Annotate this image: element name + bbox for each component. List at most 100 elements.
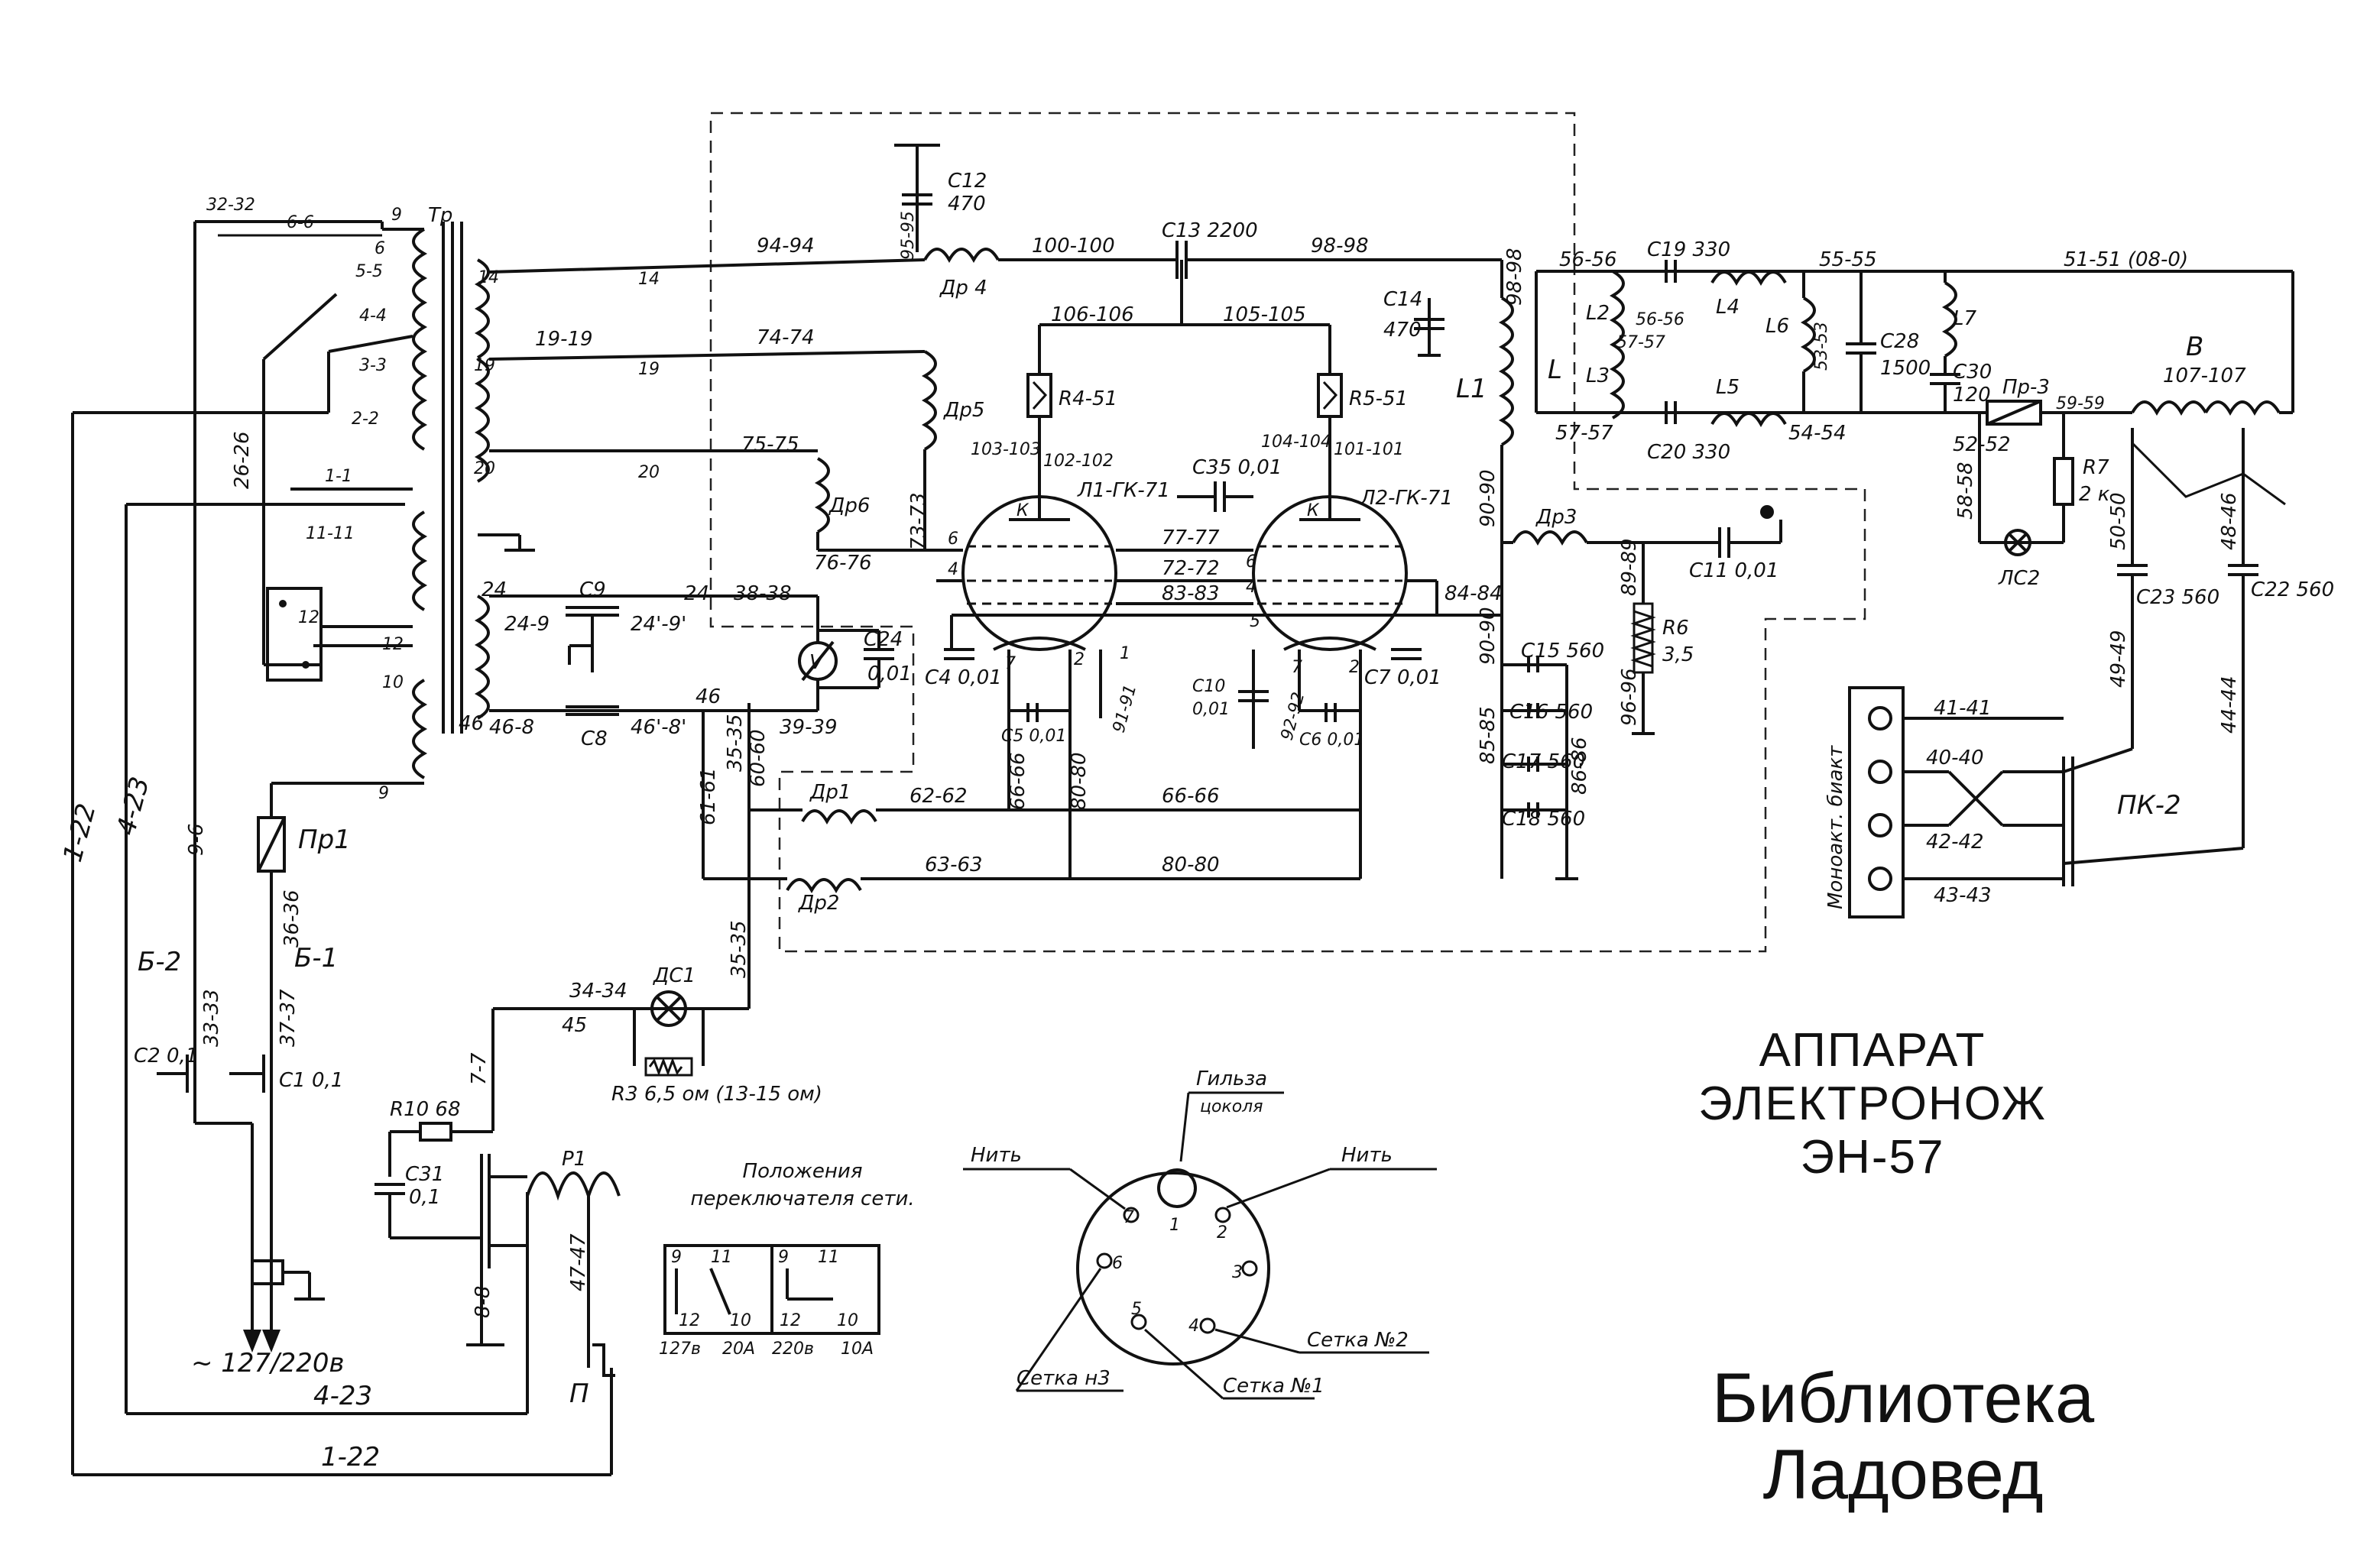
label-l3: L3 bbox=[1586, 364, 1610, 387]
label-l4: L4 bbox=[1716, 296, 1740, 319]
label-94-94: 94-94 bbox=[757, 235, 815, 258]
label-switch-127v: 127в bbox=[659, 1340, 701, 1359]
label-24: 24 bbox=[481, 578, 507, 601]
label-46p-8p: 46'-8' bbox=[631, 716, 686, 739]
label-98-98-vertical: 98-98 bbox=[1503, 248, 1526, 306]
label-47-47: 47-47 bbox=[567, 1233, 590, 1291]
label-38-38: 38-38 bbox=[734, 582, 792, 605]
label-46b: 46 bbox=[696, 685, 721, 708]
label-dr2: Др2 bbox=[798, 892, 839, 915]
tube-socket bbox=[963, 1091, 1437, 1400]
label-26-26: 26-26 bbox=[231, 431, 254, 489]
label-c28-value: 1500 bbox=[1880, 357, 1931, 380]
tap-switch-contact bbox=[302, 661, 310, 669]
label-c4: С4 0,01 bbox=[925, 666, 1002, 689]
capacitor-c1 bbox=[229, 1055, 273, 1093]
label-socket-pin-1: 1 bbox=[1169, 1216, 1180, 1235]
label-c9: С9 bbox=[579, 578, 606, 601]
label-c14: С14 bbox=[1383, 288, 1422, 311]
mains-plug bbox=[251, 1259, 284, 1285]
label-c5: С5 0,01 bbox=[1001, 727, 1066, 746]
terminal-dot bbox=[1760, 505, 1774, 519]
label-pin-7a: 7 bbox=[1005, 654, 1016, 673]
label-c7: С7 0,01 bbox=[1364, 666, 1441, 689]
choke-dr3 bbox=[1512, 530, 1588, 546]
label-107-107: 107-107 bbox=[2163, 364, 2246, 387]
apparatus-title: АППАРАТ ЭЛЕКТРОНОЖ ЭН-57 bbox=[1590, 1024, 2155, 1184]
label-c31-value: 0,1 bbox=[409, 1186, 440, 1209]
label-tap-12b: 12 bbox=[382, 635, 404, 654]
label-103-103: 103-103 bbox=[971, 440, 1041, 459]
label-switch-20a: 20А bbox=[722, 1340, 755, 1359]
label-r7: R7 bbox=[2083, 456, 2109, 479]
label-r5: R5-51 bbox=[1349, 387, 1408, 410]
switch-caption-line2: переключателя сети. bbox=[690, 1187, 915, 1210]
label-c22: С22 560 bbox=[2251, 578, 2334, 601]
label-54-54: 54-54 bbox=[1788, 422, 1847, 445]
choke-dr2 bbox=[786, 878, 862, 894]
label-switch-12b: 12 bbox=[780, 1311, 801, 1330]
coil-l5 bbox=[1710, 412, 1787, 428]
label-91-91: 91-91 bbox=[1110, 682, 1141, 734]
label-c18: С18 560 bbox=[1502, 808, 1585, 831]
label-socket-heater-left: Нить bbox=[971, 1144, 1022, 1167]
label-l5: L5 bbox=[1716, 376, 1740, 399]
label-coil-l1: L1 bbox=[1456, 374, 1487, 404]
label-c16: С16 560 bbox=[1509, 701, 1593, 724]
pedal-switch-p[interactable] bbox=[592, 1343, 615, 1377]
label-95-95: 95-95 bbox=[899, 211, 918, 260]
label-c12-value: 470 bbox=[948, 193, 986, 215]
label-socket-pin-4: 4 bbox=[1188, 1317, 1199, 1336]
label-90-90: 90-90 bbox=[1477, 469, 1500, 527]
label-104-104: 104-104 bbox=[1261, 432, 1331, 452]
label-101-101: 101-101 bbox=[1334, 440, 1404, 459]
label-c30: С30 bbox=[1953, 361, 1992, 384]
label-pr1: Пр1 bbox=[298, 824, 351, 855]
label-c20: С20 330 bbox=[1647, 441, 1730, 464]
label-c28: С28 bbox=[1880, 330, 1919, 353]
label-c1: С1 0,1 bbox=[279, 1069, 343, 1092]
label-socket-pin-5: 5 bbox=[1131, 1300, 1142, 1319]
label-24p-9p: 24'-9' bbox=[631, 613, 686, 636]
label-77-77: 77-77 bbox=[1162, 526, 1220, 549]
label-c14-value: 470 bbox=[1383, 319, 1422, 342]
label-32-32: 32-32 bbox=[206, 196, 255, 215]
label-89-89: 89-89 bbox=[1618, 538, 1641, 596]
label-b1: Б-1 bbox=[294, 943, 338, 974]
label-dr1: Др1 bbox=[809, 781, 851, 804]
capacitor-c9 bbox=[566, 606, 619, 672]
label-cathode-1: К bbox=[1016, 501, 1029, 520]
label-c2: С2 0,1 bbox=[134, 1045, 198, 1067]
choke-dr4 bbox=[923, 248, 1000, 264]
label-84-84: 84-84 bbox=[1444, 582, 1503, 605]
label-b: В bbox=[2186, 332, 2203, 362]
label-74-74: 74-74 bbox=[757, 326, 815, 349]
label-7-7: 7-7 bbox=[468, 1052, 491, 1085]
label-52-52: 52-52 bbox=[1953, 433, 2011, 456]
label-66-66: 66-66 bbox=[1162, 785, 1220, 808]
library-watermark: Библиотека Ладовед bbox=[1590, 1360, 2216, 1513]
label-98-98: 98-98 bbox=[1311, 235, 1369, 258]
label-r10: R10 68 bbox=[390, 1098, 461, 1121]
choke-dr6 bbox=[814, 457, 830, 533]
label-switch-9a: 9 bbox=[671, 1248, 682, 1267]
label-mains: ~ 127/220в bbox=[191, 1348, 345, 1378]
label-pin-1a: 1 bbox=[1120, 644, 1130, 663]
label-cathode-2: К bbox=[1307, 501, 1320, 520]
label-85-85: 85-85 bbox=[1477, 706, 1500, 764]
label-62-62: 62-62 bbox=[909, 785, 968, 808]
label-80-80: 80-80 bbox=[1162, 854, 1220, 876]
label-102-102: 102-102 bbox=[1043, 452, 1114, 471]
label-75-75: 75-75 bbox=[741, 433, 799, 456]
label-20b: 20 bbox=[638, 463, 660, 482]
label-socket-grid-3: Сетка н3 bbox=[1016, 1367, 1111, 1390]
label-socket-sleeve: Гильза bbox=[1196, 1067, 1267, 1090]
label-switch-10a: 10 bbox=[730, 1311, 751, 1330]
label-105-105: 105-105 bbox=[1223, 303, 1306, 326]
label-pin-6a: 6 bbox=[948, 530, 958, 549]
label-34-34: 34-34 bbox=[569, 980, 627, 1003]
label-63-63: 63-63 bbox=[925, 854, 983, 876]
label-42-42: 42-42 bbox=[1926, 831, 1984, 854]
label-100-100: 100-100 bbox=[1032, 235, 1115, 258]
